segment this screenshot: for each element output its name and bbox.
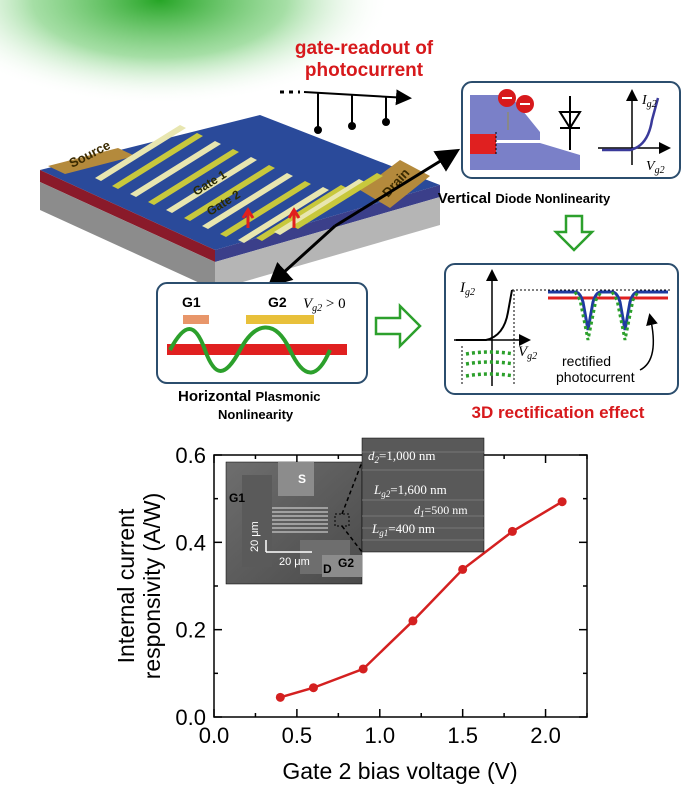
carrier-arrow-icon: [287, 207, 301, 228]
sem-g2-label: G2: [338, 556, 354, 570]
x-tick-label: 0.0: [199, 723, 230, 748]
sem-g1-label: G1: [229, 491, 245, 505]
right-arrow-icon: [374, 302, 422, 350]
sem-scale-horizontal: 20 μm: [279, 556, 310, 568]
vertical-caption: Vertical Diode Nonlinearity: [438, 190, 611, 207]
carrier-arrow-icon: [241, 207, 255, 228]
horizontal-plasmonic-panel: G1 G2 Vg2 > 0: [156, 282, 368, 384]
readout-arrows: [280, 89, 412, 134]
data-point: [557, 497, 567, 507]
substrate-red-layer: [40, 170, 215, 262]
iv-i-label: Ig2: [641, 93, 657, 110]
arrow-to-vertical: [334, 148, 461, 228]
y-axis-label-line2: responsivity (A/W): [139, 493, 165, 680]
sem-inset: S D G1 G2 20 μm 20 μm d2=1,000 nm Lg2=1,…: [225, 437, 485, 585]
data-point: [507, 526, 517, 536]
down-arrow-icon: [552, 214, 596, 252]
rectification-effect-caption: 3D rectification effect: [472, 403, 645, 422]
iv-v-label: Vg2: [646, 159, 665, 176]
responsivity-chart: 0.0 0.5 1.0 1.5 2.0 0.0 0.2 0.4 0.6 Gate 2 bias …: [113, 443, 588, 784]
drain-pad: [360, 160, 430, 208]
tick-labels: 0.0 0.5 1.0 1.5 2.0 0.0 0.2 0.4 0.6: [175, 443, 560, 748]
zoom-lg1: Lg1=400 nm: [371, 521, 435, 538]
sem-scale-vertical: 20 μm: [249, 521, 261, 552]
rect-v-label: Vg2: [518, 344, 537, 362]
zoom-d2: d2=1,000 nm: [368, 448, 435, 465]
headline-line2: photocurrent: [305, 60, 424, 81]
arrow-to-horizontal: [267, 224, 337, 288]
diode-icon: [558, 96, 582, 150]
x-tick-label: 2.0: [530, 723, 561, 748]
horizontal-caption-2: Nonlinearity: [218, 407, 294, 422]
rectified-label-1: rectified: [562, 353, 611, 369]
substrate-side-left: [40, 182, 215, 290]
sem-s-label: S: [298, 472, 306, 486]
y-tick-label: 0.0: [175, 705, 206, 730]
x-tick-label: 0.5: [282, 723, 313, 748]
data-point: [358, 664, 368, 674]
vertical-diode-panel: Ig2 Vg2: [461, 81, 681, 179]
x-tick-label: 1.5: [447, 723, 478, 748]
gate-fingers: [95, 125, 383, 243]
source-pad: [48, 148, 135, 174]
y-tick-label: 0.2: [175, 618, 206, 643]
rectified-label-2: photocurrent: [556, 369, 635, 385]
y-tick-label: 0.4: [175, 530, 206, 555]
rectification-panel: Ig2 Vg2 rectified photocurrent: [444, 263, 679, 395]
sem-d-label: D: [323, 562, 332, 576]
series-layer: [275, 497, 567, 702]
vg2-condition: Vg2 > 0: [303, 296, 346, 314]
data-point: [408, 616, 418, 626]
zoom-lg2: Lg2=1,600 nm: [373, 482, 447, 499]
iv-curve-mini: [598, 89, 671, 165]
zoom-d1: d1=500 nm: [414, 503, 468, 519]
plasma-wave: [168, 325, 332, 375]
g1-label: G1: [182, 294, 201, 310]
data-point: [275, 692, 285, 702]
y-axis-label-line1: Internal current: [113, 508, 139, 663]
g2-label: G2: [268, 294, 287, 310]
horizontal-caption: Horizontal Plasmonic: [178, 388, 321, 405]
device-schematic: Source Gate 1 Gate 2 Drain gate-readout …: [0, 0, 461, 290]
data-point: [308, 683, 318, 693]
x-tick-label: 1.0: [364, 723, 395, 748]
data-point: [458, 564, 468, 574]
substrate-top: [40, 115, 440, 250]
headline-line1: gate-readout of: [295, 38, 434, 59]
y-tick-label: 0.6: [175, 443, 206, 468]
x-axis-label: Gate 2 bias voltage (V): [282, 758, 517, 784]
rect-i-label: Ig2: [459, 280, 475, 298]
